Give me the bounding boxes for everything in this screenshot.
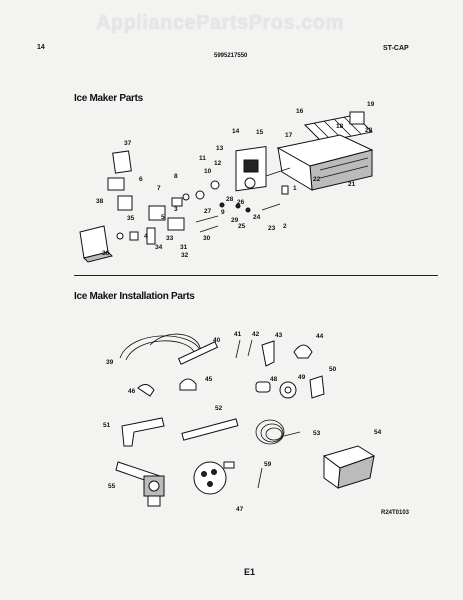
callout-31: 31: [180, 244, 188, 251]
drawing-number: R24T0103: [381, 510, 410, 516]
callout-52: 52: [215, 405, 223, 412]
callout-15: 15: [256, 129, 264, 136]
callout-21: 21: [348, 181, 356, 188]
callout-18: 18: [336, 123, 344, 130]
callout-53: 53: [313, 430, 321, 437]
callout-labels-installation: 39 40 41 42 43 44 45 46 47 48 49 50 51 5…: [103, 331, 382, 513]
callout-47: 47: [236, 506, 244, 513]
callout-27: 27: [204, 208, 212, 215]
callout-49: 49: [298, 374, 306, 381]
callout-40: 40: [213, 337, 221, 344]
callout-39: 39: [106, 359, 114, 366]
callout-24: 24: [253, 214, 261, 221]
callout-41: 41: [234, 331, 242, 338]
ice-bucket: [322, 445, 376, 489]
callout-25: 25: [238, 223, 246, 230]
ice-mold-tray: [303, 111, 374, 143]
callout-8: 8: [174, 173, 178, 180]
callout-1: 1: [293, 185, 297, 192]
callout-20: 20: [365, 127, 373, 134]
water-valve: [115, 461, 165, 507]
watermark: AppliancePartsPros.com: [96, 12, 344, 34]
callout-6: 6: [139, 176, 143, 183]
callout-43: 43: [275, 332, 283, 339]
ice-maker-body: [276, 134, 374, 191]
control-head: [235, 146, 291, 192]
callout-7: 7: [157, 185, 161, 192]
callout-33: 33: [166, 235, 174, 242]
callout-22: 22: [313, 176, 321, 183]
callout-35: 35: [127, 215, 135, 222]
catalog-code: ST-CAP: [383, 45, 409, 52]
callout-10: 10: [204, 168, 212, 175]
cover-parts: [79, 150, 166, 263]
callout-44: 44: [316, 333, 324, 340]
section-title-installation-parts: Ice Maker Installation Parts: [74, 291, 195, 302]
callout-23: 23: [268, 225, 276, 232]
callout-labels-ice-maker: 16 19 18 17 20 14 15 13 12 11 10 22 21 1…: [96, 101, 375, 259]
callout-54: 54: [374, 429, 382, 436]
callout-19: 19: [367, 101, 375, 108]
callout-26: 26: [237, 199, 245, 206]
callout-32: 32: [181, 252, 189, 259]
bracket: [261, 340, 275, 367]
callout-28: 28: [226, 196, 234, 203]
callout-9: 9: [221, 209, 225, 216]
callout-37: 37: [124, 140, 132, 147]
callout-48: 48: [270, 376, 278, 383]
callout-16: 16: [296, 108, 304, 115]
callout-4: 4: [144, 233, 148, 240]
water-line-coil: [255, 419, 301, 445]
callout-29: 29: [231, 217, 239, 224]
callout-59: 59: [264, 461, 272, 468]
callout-12: 12: [214, 160, 222, 167]
callout-11: 11: [199, 155, 206, 162]
callout-36: 36: [102, 250, 110, 257]
callout-13: 13: [216, 145, 224, 152]
fitting-kit: [193, 461, 235, 495]
callout-14: 14: [232, 128, 240, 135]
callout-42: 42: [252, 331, 260, 338]
callout-30: 30: [203, 235, 211, 242]
callout-3: 3: [174, 206, 178, 213]
callout-17: 17: [285, 132, 293, 139]
model-code: 5995217550: [214, 53, 248, 59]
callout-51: 51: [103, 422, 111, 429]
section-title-ice-maker-parts: Ice Maker Parts: [74, 93, 143, 104]
page-footer-label: E1: [244, 567, 256, 577]
callout-46: 46: [128, 388, 136, 395]
callout-50: 50: [329, 366, 337, 373]
page-number: 14: [37, 44, 45, 51]
callout-38: 38: [96, 198, 104, 205]
mounting-strip: [177, 341, 219, 365]
callout-5: 5: [161, 214, 165, 221]
small-hardware: [116, 180, 289, 245]
section-divider: [74, 275, 438, 276]
callout-34: 34: [155, 244, 163, 251]
callout-55: 55: [108, 483, 116, 490]
callout-2: 2: [283, 223, 287, 230]
callout-45: 45: [205, 376, 213, 383]
